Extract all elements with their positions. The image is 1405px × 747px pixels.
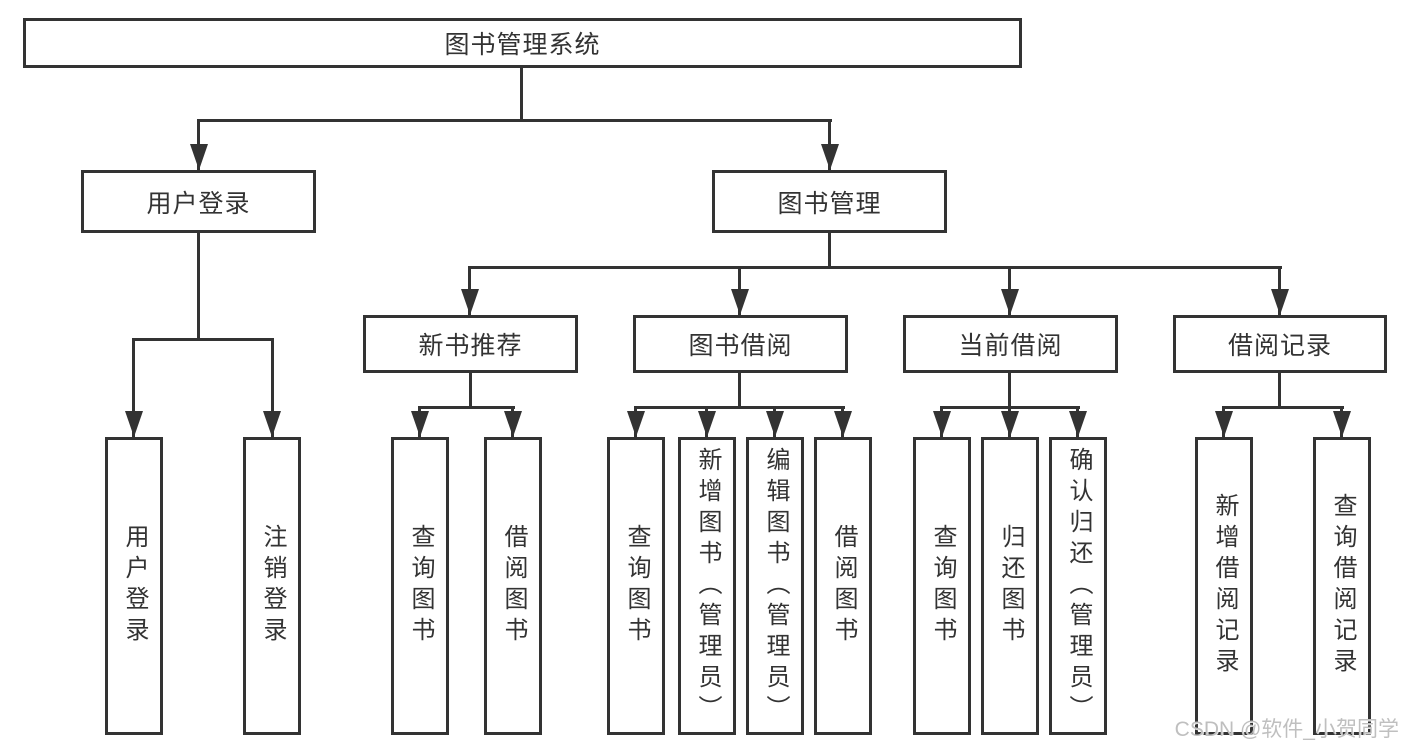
connector-line (738, 373, 741, 409)
node-label: 确认归还（管理员） (1065, 446, 1092, 726)
node-library-system: 图书管理系统 (23, 18, 1022, 68)
connector-line (1008, 373, 1011, 409)
arrow-down-icon (1001, 411, 1019, 437)
arrow-down-icon (125, 411, 143, 437)
arrow-down-icon (411, 411, 429, 437)
arrow-down-icon (821, 144, 839, 170)
node-label: 新增图书（管理员） (694, 446, 721, 726)
node-user-login: 用户登录 (81, 170, 316, 233)
connector-line (419, 406, 515, 409)
node-new-book-recommend: 新书推荐 (363, 315, 578, 373)
connector-line (132, 338, 135, 437)
leaf-logout: 注销登录 (243, 437, 301, 735)
node-label: 查询图书 (407, 524, 434, 648)
arrow-down-icon (627, 411, 645, 437)
leaf-query-borrow-record: 查询借阅记录 (1313, 437, 1371, 735)
node-label: 新书推荐 (418, 332, 523, 360)
connector-line (133, 338, 274, 341)
node-label: 注销登录 (259, 524, 286, 648)
connector-line (271, 338, 274, 437)
node-label: 当前借阅 (958, 332, 1063, 360)
arrow-down-icon (1215, 411, 1233, 437)
node-label: 图书借阅 (688, 332, 793, 360)
csdn-watermark: CSDN @软件_小贺同学 (1174, 718, 1399, 741)
connector-line (1278, 373, 1281, 409)
arrow-down-icon (1001, 289, 1019, 315)
arrow-down-icon (504, 411, 522, 437)
node-label: 编辑图书（管理员） (762, 446, 789, 726)
leaf-add-borrow-record: 新增借阅记录 (1195, 437, 1253, 735)
leaf-user-login: 用户登录 (105, 437, 163, 735)
node-label: 图书管理系统 (444, 31, 601, 59)
leaf-add-books-admin: 新增图书（管理员） (678, 437, 736, 735)
arrow-down-icon (1271, 289, 1289, 315)
node-label: 归还图书 (997, 524, 1024, 648)
node-label: 借阅记录 (1227, 332, 1332, 360)
node-label: 查询图书 (623, 524, 650, 648)
arrow-down-icon (190, 144, 208, 170)
leaf-query-books-1: 查询图书 (391, 437, 449, 735)
connector-line (828, 233, 831, 269)
connector-line (197, 119, 832, 122)
leaf-borrow-books-1: 借阅图书 (484, 437, 542, 735)
connector-line (469, 266, 1282, 269)
node-label: 借阅图书 (830, 524, 857, 648)
arrow-down-icon (461, 289, 479, 315)
arrow-down-icon (731, 289, 749, 315)
connector-line (469, 373, 472, 409)
arrow-down-icon (766, 411, 784, 437)
leaf-confirm-return-admin: 确认归还（管理员） (1049, 437, 1107, 735)
connector-line (635, 406, 845, 409)
leaf-query-books-2: 查询图书 (607, 437, 665, 735)
node-label: 图书管理 (777, 189, 882, 218)
node-label: 用户登录 (121, 524, 148, 648)
arrow-down-icon (933, 411, 951, 437)
arrow-down-icon (1333, 411, 1351, 437)
leaf-borrow-books-2: 借阅图书 (814, 437, 872, 735)
node-label: 查询图书 (929, 524, 956, 648)
leaf-return-books: 归还图书 (981, 437, 1039, 735)
arrow-down-icon (263, 411, 281, 437)
node-label: 查询借阅记录 (1329, 493, 1356, 679)
connector-line (197, 233, 200, 340)
connector-line (1223, 406, 1344, 409)
node-label: 用户登录 (146, 189, 251, 218)
node-current-borrow: 当前借阅 (903, 315, 1118, 373)
node-label: 借阅图书 (500, 524, 527, 648)
arrow-down-icon (1069, 411, 1087, 437)
leaf-query-books-3: 查询图书 (913, 437, 971, 735)
arrow-down-icon (834, 411, 852, 437)
node-book-management: 图书管理 (712, 170, 947, 233)
node-book-borrow: 图书借阅 (633, 315, 848, 373)
leaf-edit-books-admin: 编辑图书（管理员） (746, 437, 804, 735)
connector-line (520, 68, 523, 121)
node-borrow-records: 借阅记录 (1173, 315, 1387, 373)
node-label: 新增借阅记录 (1211, 493, 1238, 679)
arrow-down-icon (698, 411, 716, 437)
